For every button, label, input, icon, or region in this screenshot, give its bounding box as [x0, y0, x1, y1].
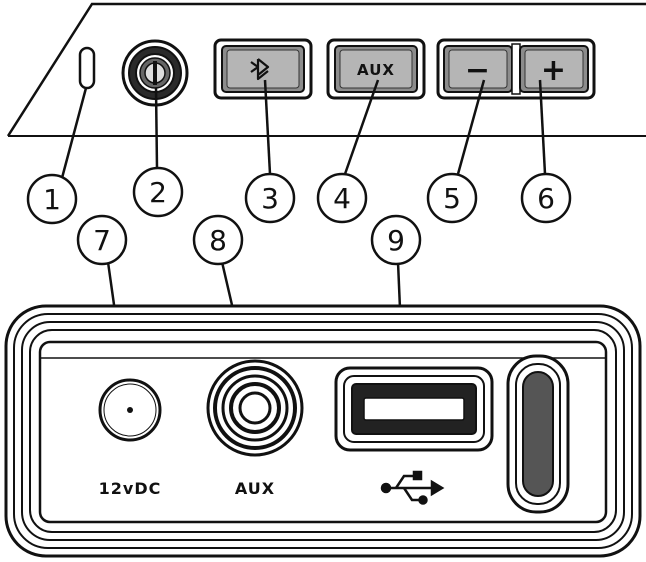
callout-6-number: 6 [537, 182, 555, 215]
callouts: 1 2 3 4 5 6 7 8 [26, 166, 572, 266]
callout-9-number: 9 [387, 224, 405, 257]
leader-line-6 [538, 79, 547, 175]
aux-button-label: AUX [357, 61, 395, 79]
upper-panel: AUX − + [6, 2, 646, 137]
volume-up-label: + [541, 53, 567, 88]
callout-3-number: 3 [261, 182, 279, 215]
callout-6: 6 [520, 172, 572, 224]
callout-8: 8 [192, 214, 244, 266]
callout-5-number: 5 [443, 182, 461, 215]
leader-line-2 [154, 87, 159, 169]
volume-down-button[interactable]: − [443, 45, 513, 93]
power-socket-label: 12vDC [99, 479, 162, 498]
callout-9: 9 [370, 214, 422, 266]
callout-4: 4 [316, 172, 368, 224]
callout-2: 2 [132, 166, 184, 218]
volume-up-button[interactable]: + [519, 45, 589, 93]
power-socket[interactable] [98, 378, 162, 442]
aux-jack[interactable] [206, 359, 304, 457]
indicator-light [78, 46, 96, 90]
callout-8-number: 8 [209, 224, 227, 257]
leader-line-4 [343, 79, 380, 175]
leader-line-5 [456, 79, 486, 175]
callout-1-number: 1 [43, 183, 61, 216]
aux-jack-label: AUX [235, 479, 275, 498]
bezel-ring-2 [21, 321, 625, 541]
usb-icon [380, 470, 445, 505]
leader-line-3 [263, 79, 272, 175]
bezel-ring-3 [29, 329, 617, 533]
bluetooth-button[interactable] [213, 38, 313, 100]
callout-4-number: 4 [333, 182, 351, 215]
callout-1: 1 [26, 173, 78, 225]
volume-rocker[interactable]: − + [436, 38, 596, 100]
usb-port[interactable] [334, 366, 494, 452]
bezel-inner [38, 340, 608, 524]
volume-down-label: − [465, 53, 491, 88]
callout-2-number: 2 [149, 176, 167, 209]
bluetooth-icon [250, 58, 270, 81]
callout-3: 3 [244, 172, 296, 224]
aux-button[interactable]: AUX [326, 38, 426, 100]
upper-panel-outline [6, 2, 646, 137]
callout-7: 7 [76, 214, 128, 266]
bezel-ring-1 [13, 313, 633, 549]
callout-7-number: 7 [93, 224, 111, 257]
power-knob[interactable] [121, 39, 189, 107]
lower-panel: 12vDC AUX [4, 304, 642, 558]
leader-line-1 [60, 87, 88, 179]
rocker-divider [511, 43, 521, 95]
card-slot[interactable] [506, 354, 570, 514]
callout-5: 5 [426, 172, 478, 224]
